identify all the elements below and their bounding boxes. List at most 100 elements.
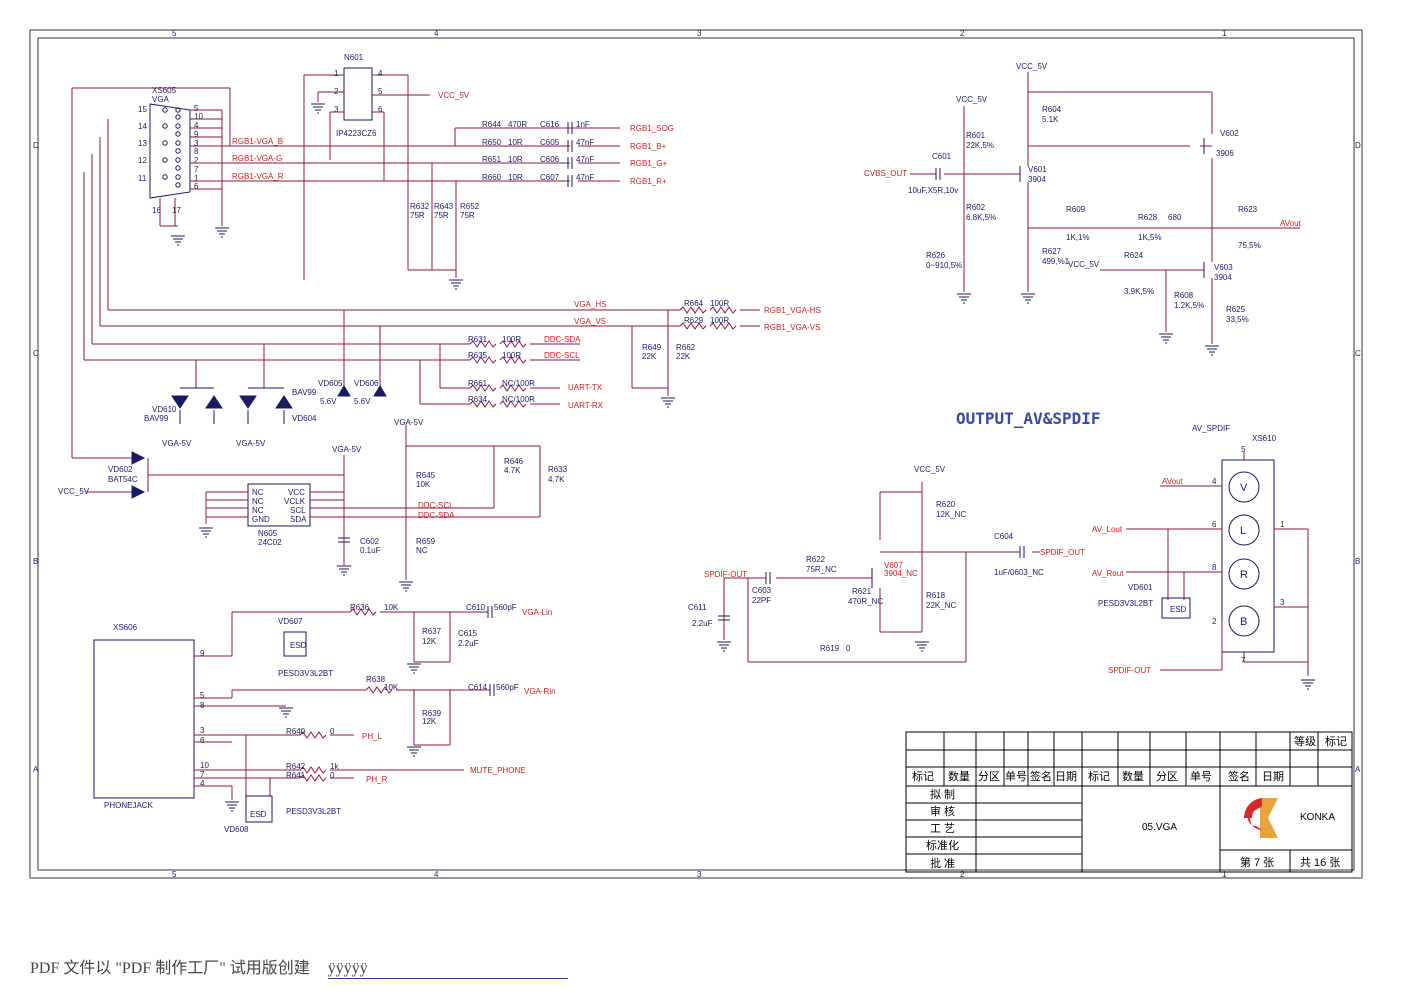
schematic-label: 12K_NC xyxy=(936,510,966,519)
schematic-label: 560pF xyxy=(496,683,519,692)
phone-jack: XS606 PHONEJACK ESD ESD VD607 PESD3V3L2B… xyxy=(93,603,556,834)
schematic-label: 1K,5% xyxy=(1138,233,1162,242)
schematic-label: R643 xyxy=(434,202,454,211)
schematic-label: V607 xyxy=(884,561,903,570)
schematic-label: R660 xyxy=(482,173,502,182)
schematic-label: R634 xyxy=(468,395,488,404)
schematic-label: 75R xyxy=(410,211,425,220)
schematic-label: 9 xyxy=(200,649,205,658)
schematic-label: R636 xyxy=(350,603,370,612)
schematic-label: 6 xyxy=(1212,520,1217,529)
drawing-name: 05.VGA xyxy=(1142,822,1177,833)
schematic-label: 10K xyxy=(416,480,431,489)
footer-link[interactable]: ÿÿÿÿÿ xyxy=(327,960,568,979)
schematic-label: 6 xyxy=(200,736,205,745)
schematic-label: 5.1K xyxy=(1042,115,1059,124)
schematic-label: B xyxy=(1240,616,1247,628)
schematic-label: L xyxy=(1240,525,1246,537)
schematic-label: 标准化 xyxy=(926,838,959,852)
schematic-label: R633 xyxy=(548,465,568,474)
schematic-label: VD606 xyxy=(354,379,379,388)
schematic-label: 24C02 xyxy=(258,538,282,547)
schematic-label: 标记 xyxy=(912,769,934,783)
schematic-label: 22PF xyxy=(752,596,771,605)
schematic-label: AV_SPDIF xyxy=(1192,424,1230,433)
schematic-label: XS610 xyxy=(1252,434,1277,443)
schematic-label: 日期 xyxy=(1055,770,1077,783)
schematic-label: R631 xyxy=(468,335,488,344)
schematic-label: 2.2uF xyxy=(692,619,713,628)
schematic-label: PESD3V3L2BT xyxy=(1098,599,1153,608)
sig-rgb-b: RGB1-VGA_B xyxy=(232,137,283,146)
schematic-label: 1.2K,5% xyxy=(1174,301,1204,310)
schematic-label: N605 xyxy=(258,529,278,538)
schematic-label: 签名 xyxy=(1030,769,1052,783)
schematic-label: 22K_NC xyxy=(926,601,956,610)
xs605-ref: XS605 xyxy=(152,86,177,95)
zone-col-2: 2 xyxy=(960,29,965,38)
schematic-label: 10R xyxy=(508,138,523,147)
schematic-label: R652 xyxy=(460,202,480,211)
schematic-label: R625 xyxy=(1226,305,1246,314)
schematic-label: 3.9K,5% xyxy=(1124,287,1154,296)
schematic-label: 17 xyxy=(172,206,181,215)
zone-col-1-b: 1 xyxy=(1222,870,1227,879)
schematic-label: 6 xyxy=(194,182,199,191)
schematic-label: 15 xyxy=(138,105,147,114)
schematic-label: 75R xyxy=(460,211,475,220)
schematic-label: UART-RX xyxy=(568,401,604,410)
schematic-label: R646 xyxy=(504,457,524,466)
schematic-label: VD610 xyxy=(152,405,177,414)
schematic-label: 1 xyxy=(194,174,199,183)
schematic-label: R xyxy=(1240,569,1248,581)
schematic-label: VCC_5V xyxy=(58,487,90,496)
schematic-label: R621 xyxy=(852,587,872,596)
schematic-label: 470R xyxy=(508,120,527,129)
schematic-label: UART-TX xyxy=(568,383,603,392)
schematic-label: R608 xyxy=(1174,291,1194,300)
schematic-label: 5 xyxy=(194,104,199,113)
schematic-label: 标记 xyxy=(1325,734,1347,748)
schematic-label: R651 xyxy=(482,155,502,164)
sig-vcc-5v-n601: VCC_5V xyxy=(438,91,470,100)
sig-rgb-g-out: RGB1_G+ xyxy=(630,159,667,168)
schematic-label: VCC_5V xyxy=(1016,62,1048,71)
schematic-label: PESD3V3L2BT xyxy=(278,669,333,678)
zone-col-3-b: 3 xyxy=(697,870,702,879)
schematic-label: R627 xyxy=(1042,247,1062,256)
zone-col-2-b: 2 xyxy=(960,870,965,879)
schematic-label: 10R xyxy=(508,155,523,164)
schematic-label: VGA-5V xyxy=(162,439,192,448)
schematic-label: 100R xyxy=(502,335,521,344)
schematic-label: 数量 xyxy=(948,770,970,783)
schematic-label: V xyxy=(1240,482,1248,494)
schematic-label: 680 xyxy=(1168,213,1182,222)
schematic-label: CVBS_OUT xyxy=(864,169,907,178)
title-block: 等级 标记 标记数量 分区单号 签名日期 标记数量 分区单号 签名日期 拟 制审… xyxy=(905,731,1353,873)
schematic-label: PH_L xyxy=(362,732,383,741)
schematic-label: 3904_NC xyxy=(884,569,918,578)
schematic-label: 5 xyxy=(378,87,383,96)
schematic-label: NC xyxy=(416,546,428,555)
schematic-label: 1 xyxy=(1280,520,1285,529)
schematic-label: 0 xyxy=(846,644,851,653)
schematic-label: 16 xyxy=(152,206,161,215)
zone-col-1: 1 xyxy=(1222,29,1227,38)
schematic-label: R602 xyxy=(966,203,986,212)
schematic-label: ESD xyxy=(1170,605,1187,614)
schematic-label: XS606 xyxy=(113,623,138,632)
schematic-label: 10 xyxy=(194,112,203,121)
sheet-number: 第 7 张 xyxy=(1240,855,1274,869)
zone-row-a-r: A xyxy=(1355,765,1361,774)
schematic-label: 分区 xyxy=(1156,770,1178,783)
schematic-label: 0 xyxy=(330,771,335,780)
schematic-label: VGA_HS xyxy=(574,300,606,309)
schematic-label: SPDIF-OUT xyxy=(704,570,747,579)
schematic-label: 560pF xyxy=(494,603,517,612)
schematic-label: 11 xyxy=(138,174,147,183)
schematic-label: VGA-5V xyxy=(332,445,362,454)
schematic-label: R638 xyxy=(366,675,386,684)
schematic-label: 100R xyxy=(502,351,521,360)
schematic-label: BAT54C xyxy=(108,475,138,484)
schematic-label: MUTE_PHONE xyxy=(470,766,526,775)
